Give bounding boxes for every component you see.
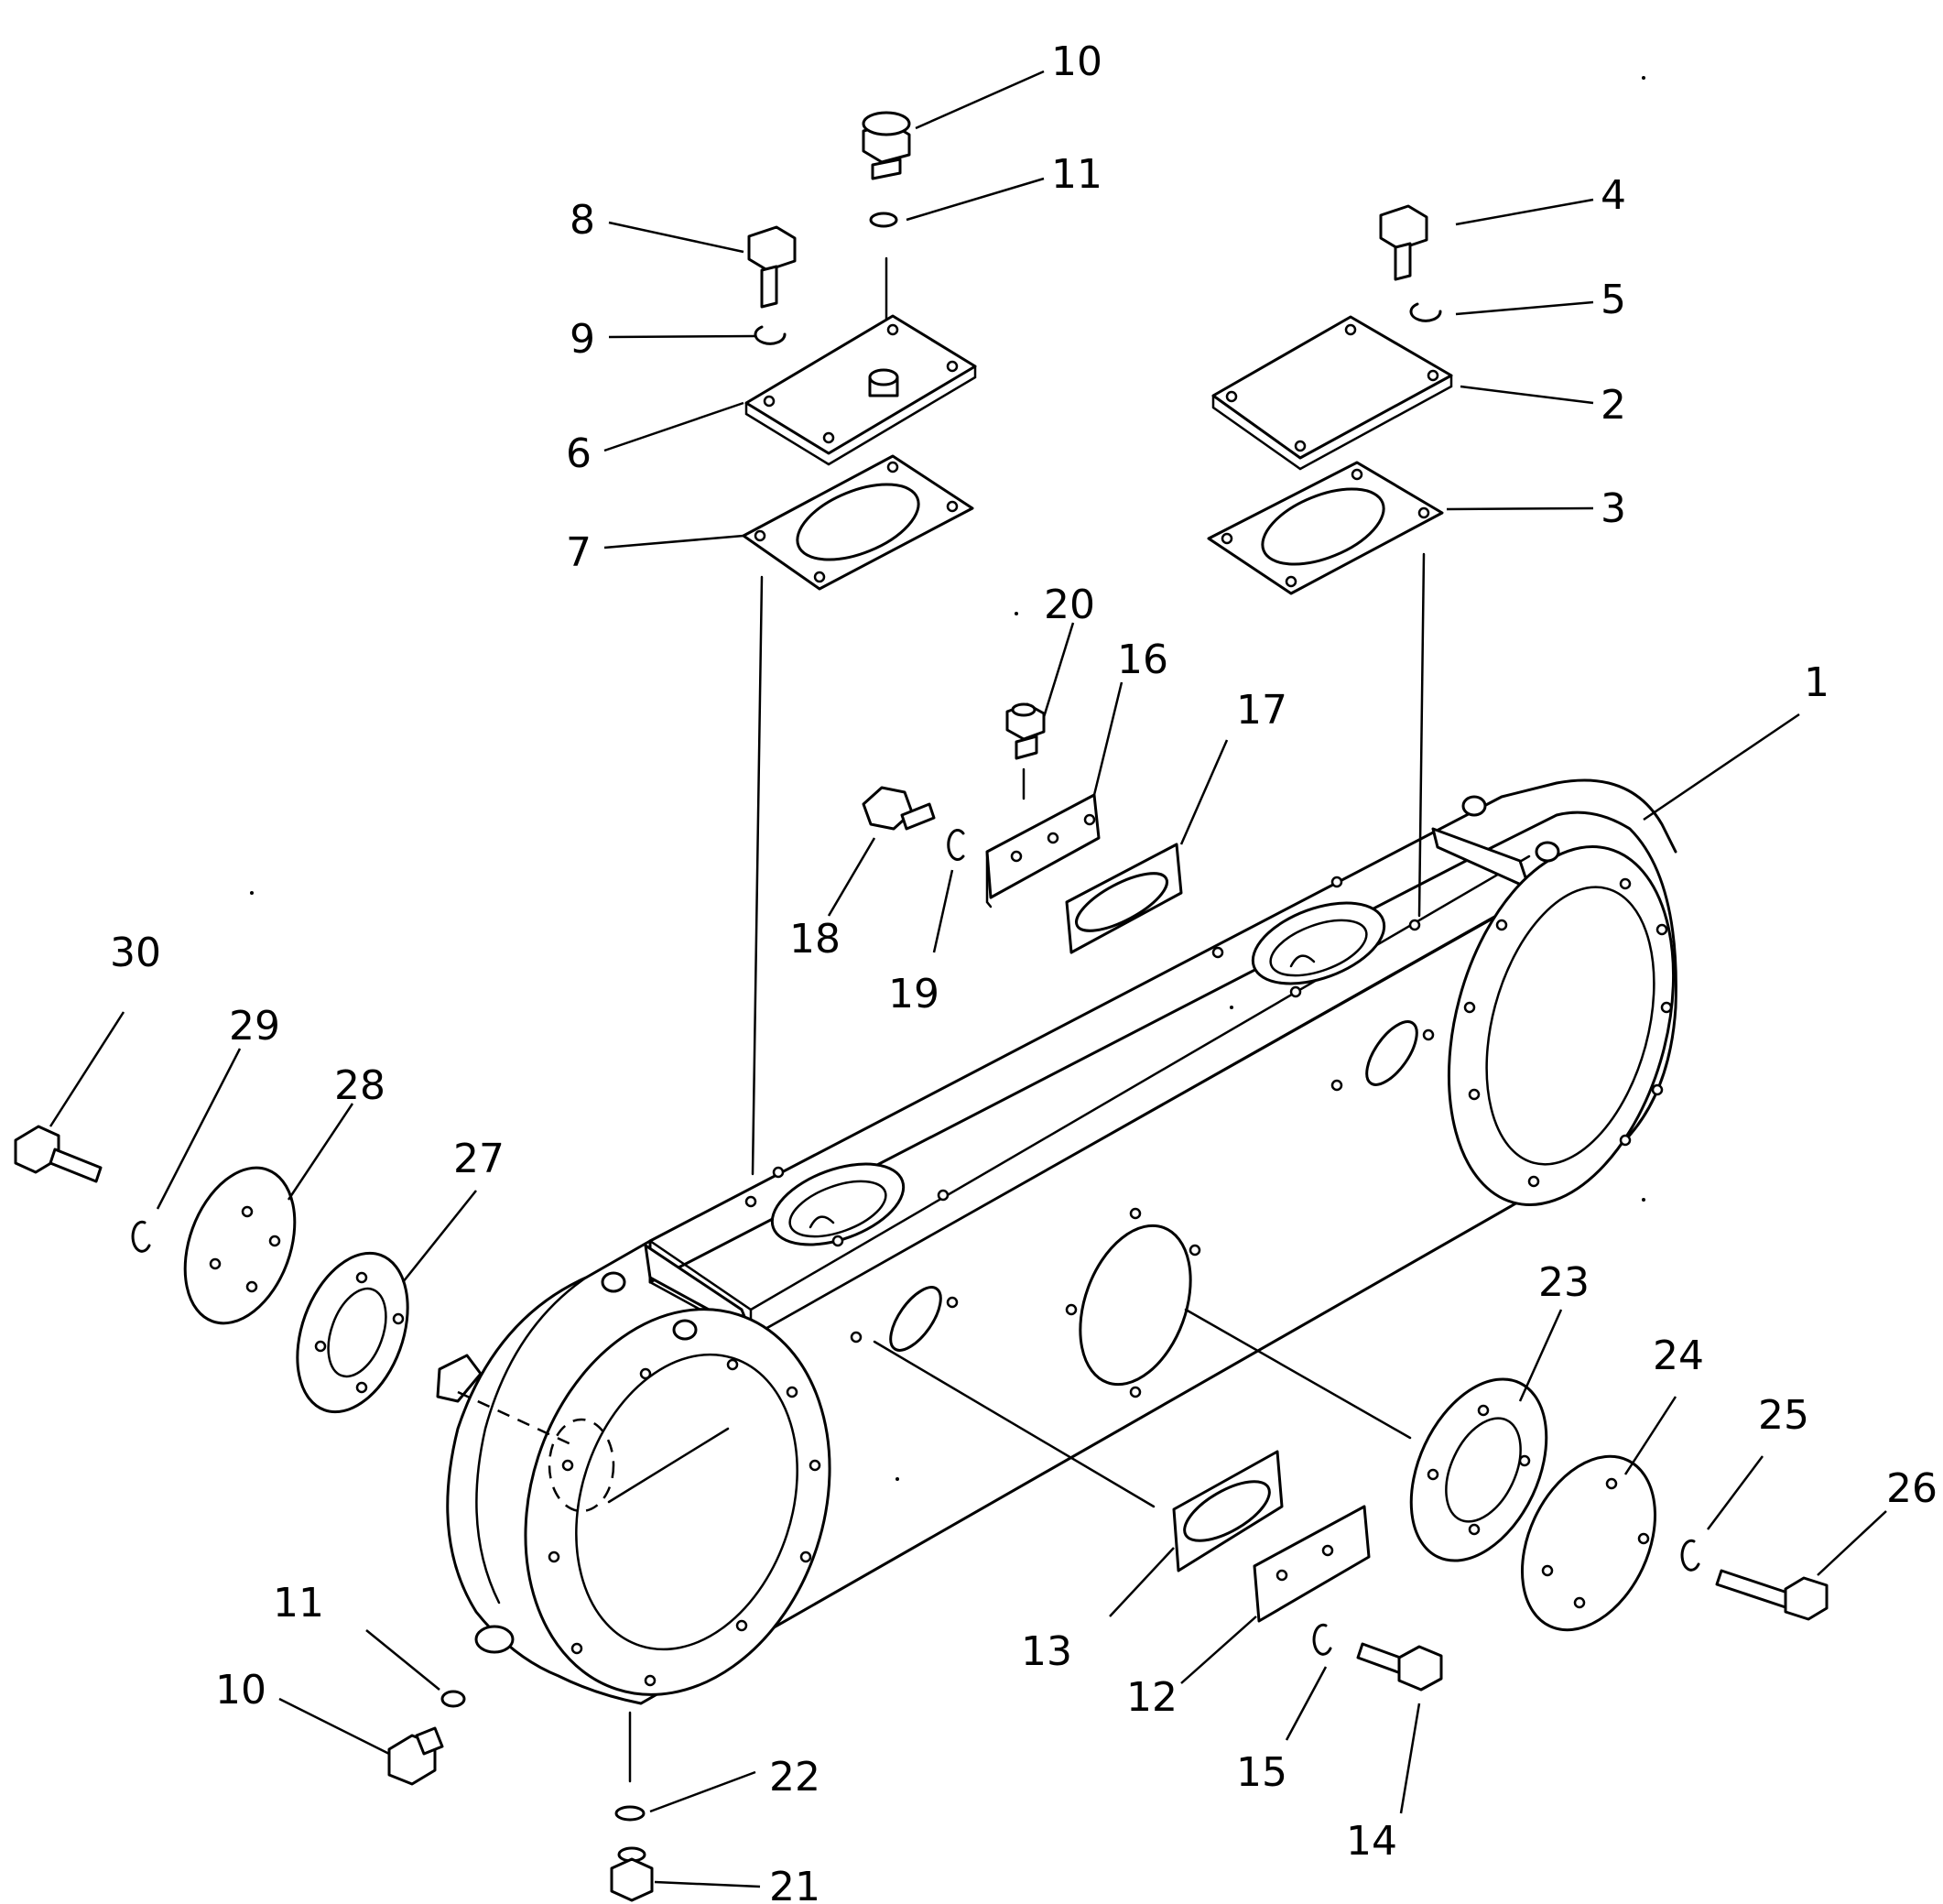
leader-lines [49,70,1887,1888]
callout-29: 29 [229,1003,280,1050]
bolt-8 [747,225,797,309]
cover-cap-24 [1520,1454,1657,1632]
callout-5: 5 [1601,277,1626,323]
callout-22: 22 [769,1754,820,1801]
callout-28: 28 [334,1062,385,1109]
lock-washer-25 [1680,1539,1700,1572]
bolt-18 [862,786,936,831]
o-ring-top [869,212,898,228]
gasket-7 [742,454,974,591]
callout-8: 8 [570,197,595,244]
callout-30: 30 [110,930,161,976]
breather-20 [1005,702,1046,760]
o-ring-bottom-left [440,1690,466,1708]
callout-14: 14 [1346,1818,1397,1865]
callout-13: 13 [1021,1628,1072,1675]
bolt-30 [14,1125,103,1183]
gasket-3 [1207,461,1444,595]
callout-17: 17 [1236,687,1287,734]
lock-washer-19 [947,829,965,861]
cover-cap-28 [183,1166,297,1325]
callout-21: 21 [769,1864,820,1904]
callout-1: 1 [1804,659,1829,706]
cover-plate-2 [1211,315,1453,471]
callout-11-top: 11 [1051,151,1102,198]
callout-10-bottom: 10 [215,1667,266,1714]
callout-16: 16 [1117,636,1168,683]
lock-washer-15 [1312,1623,1332,1656]
plug-21 [610,1846,654,1902]
bolt-26 [1715,1569,1829,1621]
callout-24: 24 [1653,1333,1704,1379]
callout-25: 25 [1758,1392,1809,1439]
cover-plate-12 [1253,1505,1371,1623]
bolt-4 [1379,204,1428,281]
callout-26: 26 [1886,1465,1938,1512]
callout-20: 20 [1044,582,1095,628]
bolt-14 [1356,1642,1443,1692]
drain-plug-bottom-left [387,1726,444,1786]
callout-6: 6 [566,430,592,477]
callout-3: 3 [1601,485,1626,532]
flange-27 [296,1251,409,1414]
callout-labels: 1 2 3 4 5 6 7 8 9 10 10 11 11 12 13 14 1… [110,38,1938,1904]
callout-2: 2 [1601,382,1626,429]
callout-12: 12 [1126,1674,1178,1721]
callout-11-bottom: 11 [273,1580,324,1627]
drain-plug-top [862,111,911,180]
callout-4: 4 [1601,172,1626,219]
gasket-13 [1172,1450,1284,1572]
gasket-17 [1065,843,1183,954]
lock-washer-29 [131,1220,151,1253]
cover-plate-16 [985,793,1101,908]
lock-washer-9 [754,325,787,345]
o-ring-22 [614,1805,646,1822]
callout-7: 7 [566,529,592,576]
callout-23: 23 [1538,1259,1590,1306]
callout-18: 18 [789,916,841,963]
lock-washer-5 [1409,302,1442,322]
right-bore [1447,845,1676,1206]
callout-27: 27 [453,1136,505,1182]
callout-15: 15 [1236,1749,1287,1796]
cover-plate-6 [744,314,977,466]
left-bore [524,1308,831,1696]
callout-9: 9 [570,316,595,363]
callout-19: 19 [888,971,939,1017]
flange-23 [1409,1377,1548,1562]
callout-10-top: 10 [1051,38,1102,85]
